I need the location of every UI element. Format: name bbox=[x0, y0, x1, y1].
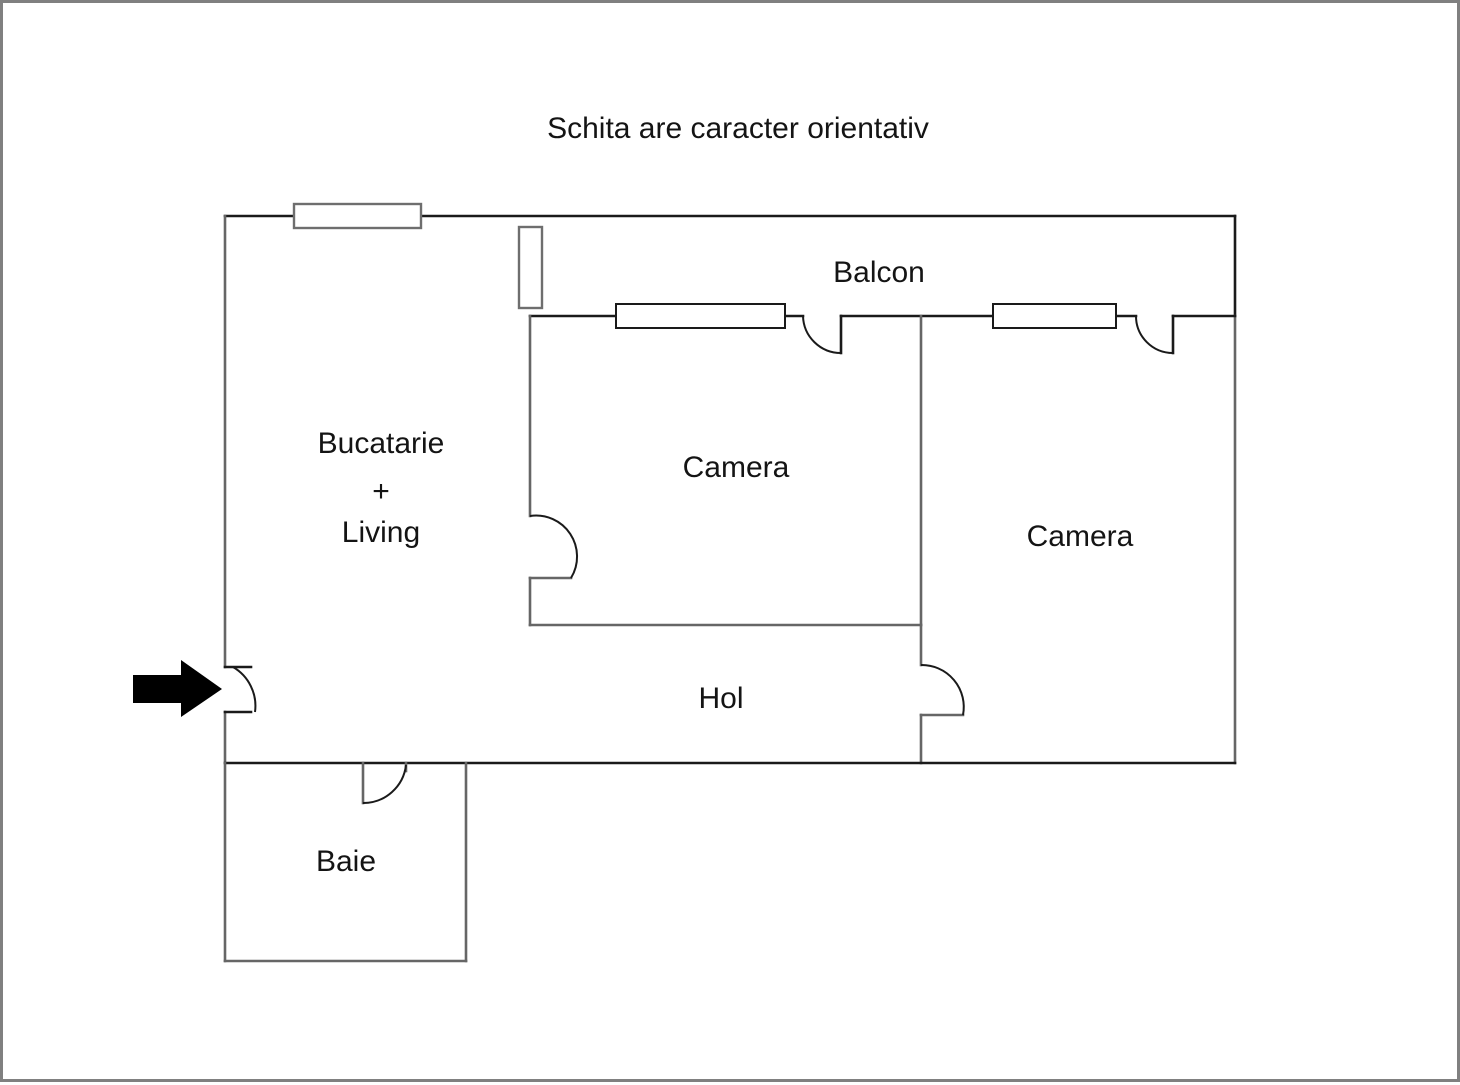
door-arc-baie bbox=[362, 764, 407, 805]
window-camera-right bbox=[992, 303, 1117, 329]
room-label-bucatarie-living-line3: Living bbox=[342, 516, 420, 549]
room-label-baie: Baie bbox=[316, 845, 376, 878]
door-arc-camera-right bbox=[920, 663, 965, 716]
page-title: Schita are caracter orientativ bbox=[547, 112, 929, 145]
door-arc-entrance bbox=[232, 666, 257, 713]
door-arc-balcony-right bbox=[1135, 315, 1174, 354]
window-kitchen-top-frame bbox=[292, 202, 423, 230]
room-label-bucatarie-living-line1: Bucatarie bbox=[318, 427, 445, 460]
room-label-camera-left: Camera bbox=[683, 451, 790, 484]
room-label-bucatarie-living-line2: + bbox=[372, 475, 390, 508]
window-camera-right-frame bbox=[992, 303, 1117, 329]
window-balcony-vertical-frame bbox=[517, 225, 544, 310]
window-balcony-vertical bbox=[517, 225, 544, 310]
entrance-arrow-shape bbox=[133, 660, 222, 717]
room-label-balcon: Balcon bbox=[833, 256, 925, 289]
window-camera-left bbox=[615, 303, 786, 329]
window-camera-left-frame bbox=[615, 303, 786, 329]
floor-plan: Schita are caracter orientativ bbox=[133, 112, 1237, 963]
window-kitchen-top bbox=[292, 202, 423, 230]
entrance-arrow bbox=[133, 660, 222, 717]
room-label-camera-right: Camera bbox=[1027, 520, 1134, 553]
door-arc-balcony-left bbox=[802, 315, 842, 354]
room-label-hol: Hol bbox=[698, 682, 743, 715]
door-arc-camera-left bbox=[529, 514, 579, 579]
